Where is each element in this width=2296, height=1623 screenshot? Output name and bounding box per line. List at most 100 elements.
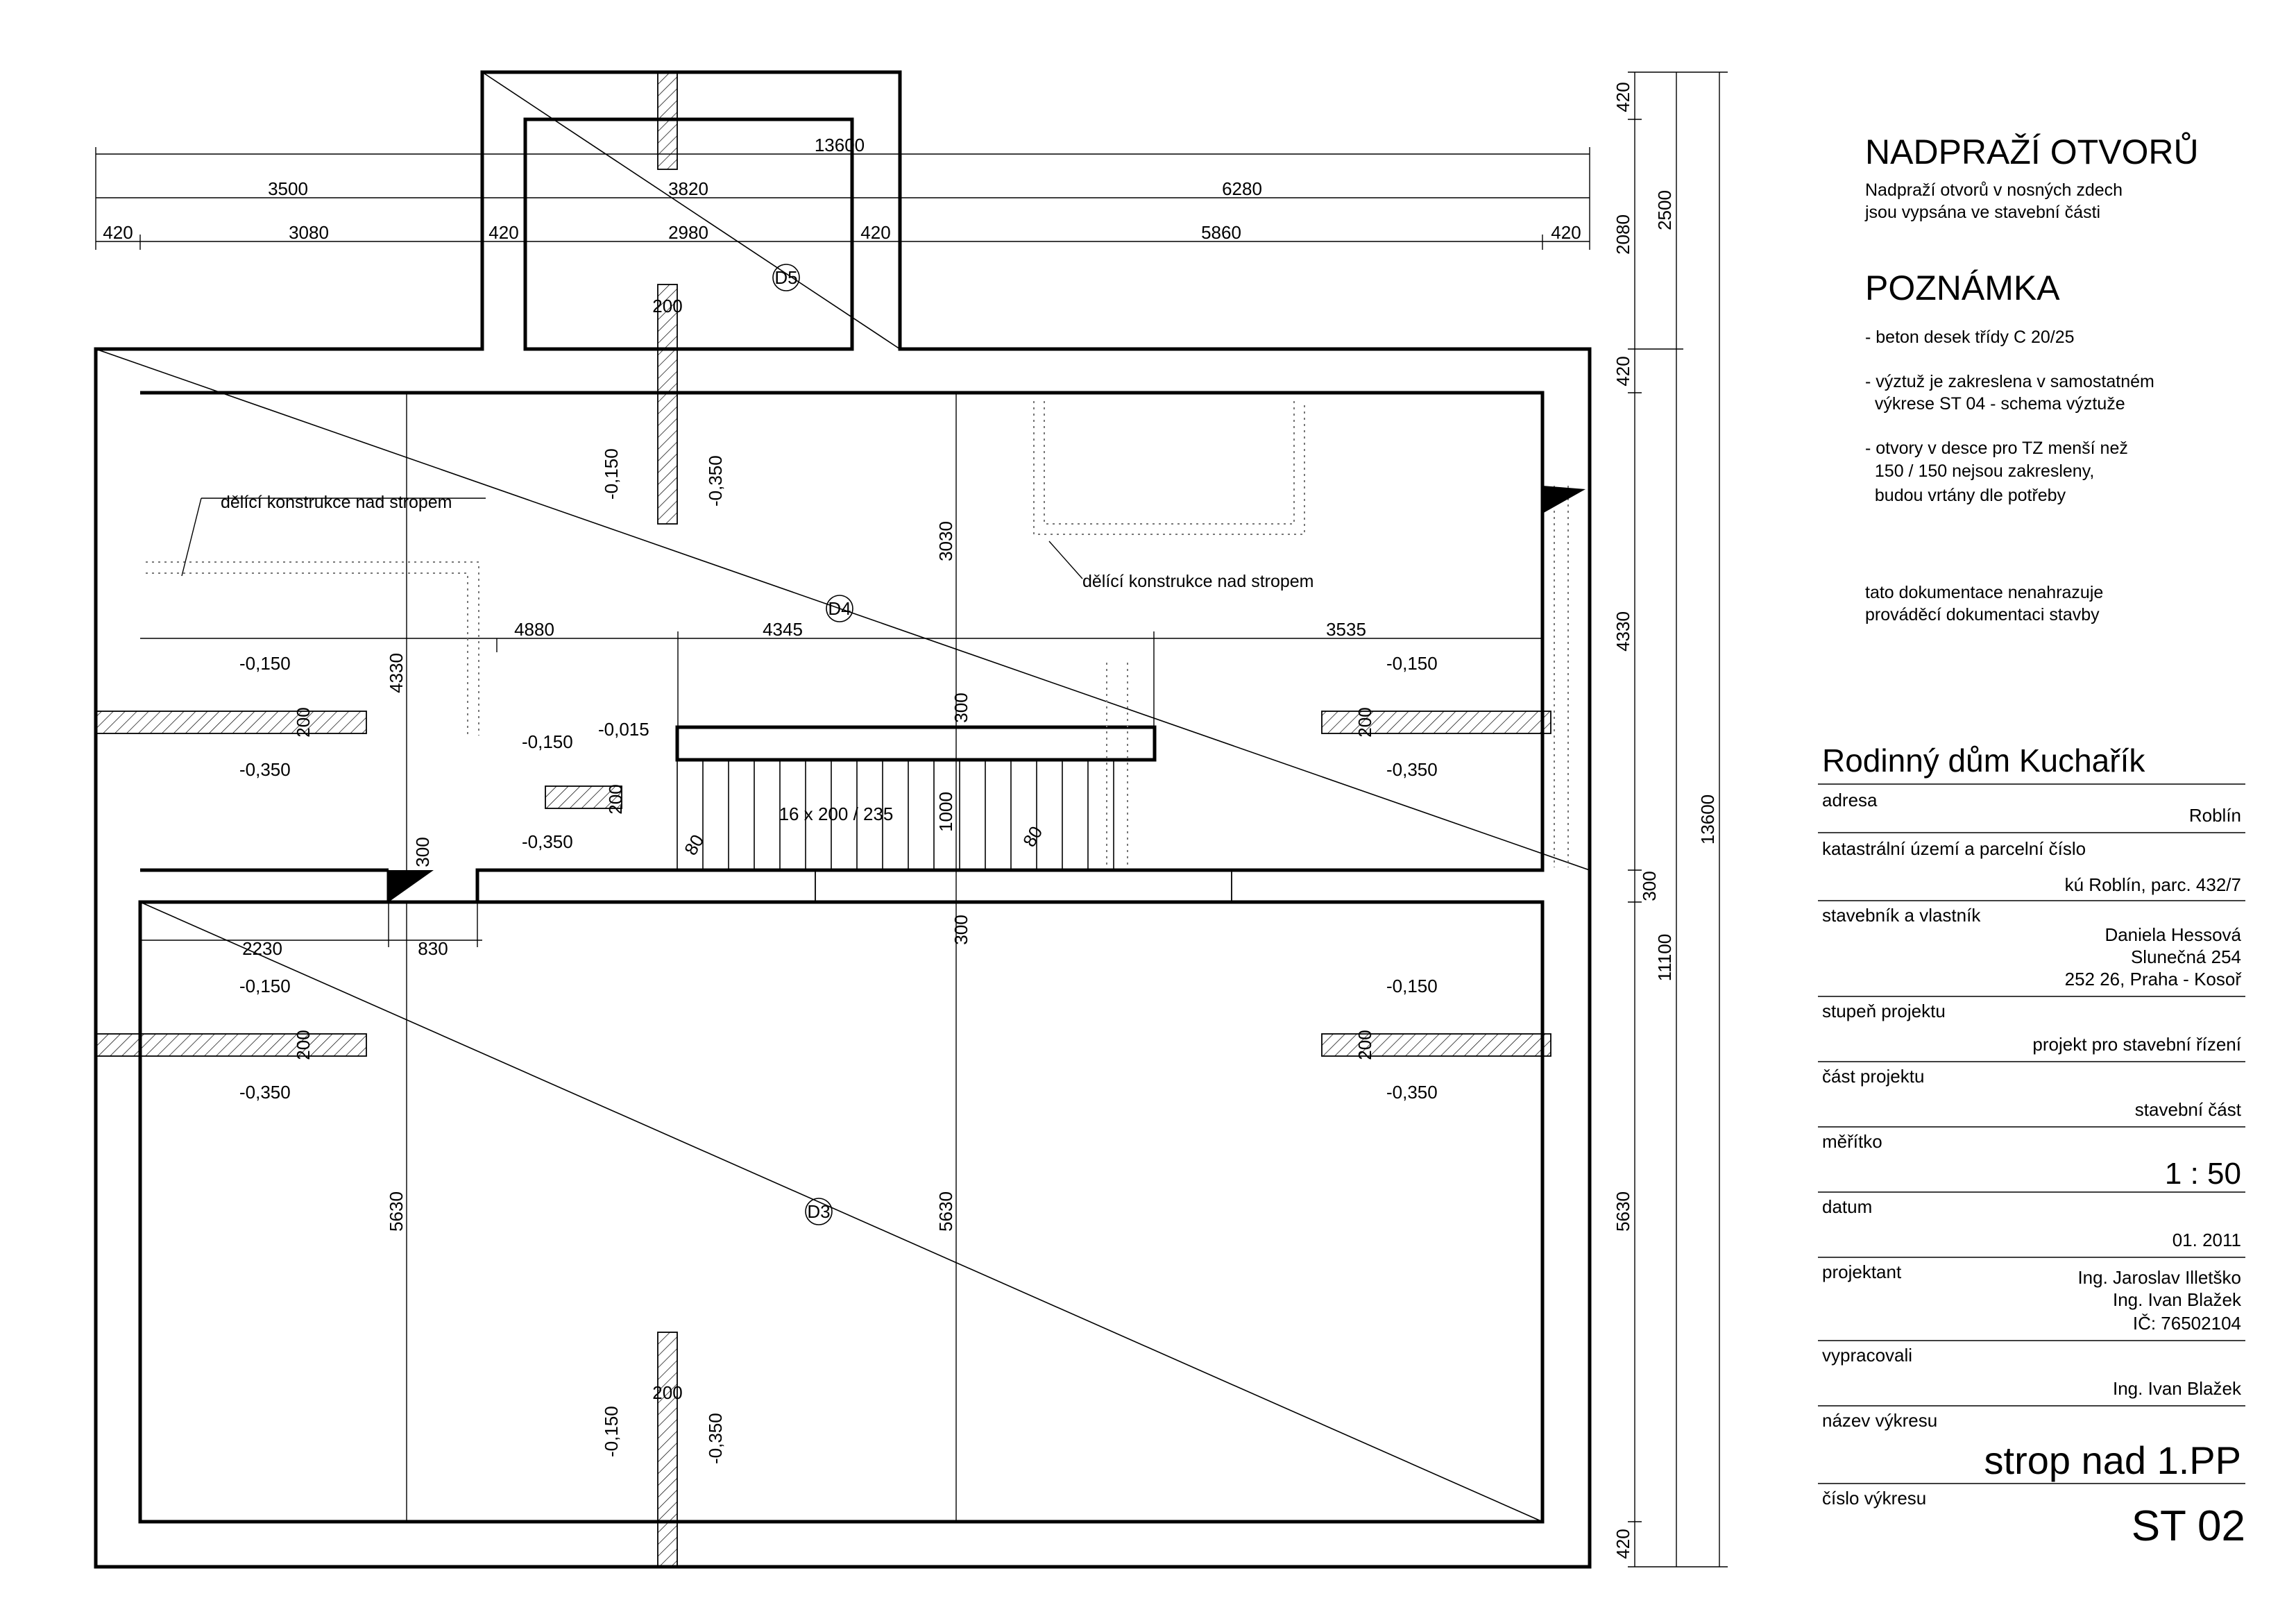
dim-right-2: 2080 [1613,214,1633,255]
label-address: adresa [1822,790,1878,810]
plan-labels: D5 D4 D3 dělící konstrukce nad stropem d… [181,264,1314,1225]
dim-beam-lower: 300 [951,915,971,944]
disclaimer-1: tato dokumentace nenahrazuje [1865,583,2103,602]
dim-right-6: 5630 [1613,1191,1633,1232]
value-designer-2: Ing. Ivan Blažek [2113,1289,2242,1310]
label-stage: stupeň projektu [1822,1001,1946,1021]
stair-label: 16 x 200 / 235 [779,804,894,824]
value-drawing-number: ST 02 [2132,1502,2245,1550]
bay-room-outline [523,117,854,351]
value-drawing-name: strop nad 1.PP [1984,1438,2241,1482]
dim-right-5: 300 [1639,871,1660,901]
dim-row2-4: 2980 [668,222,708,243]
label-date: datum [1822,1196,1872,1217]
dim-upper-3: 3535 [1326,619,1366,640]
value-owner-2: Slunečná 254 [2131,946,2241,967]
label-owner: stavebník a vlastník [1822,905,1981,926]
dim-row2-1: 420 [103,222,133,243]
dim-row2-2: 3080 [289,222,329,243]
wall-sections [95,71,1551,1567]
dim-bottom-left-1: 2230 [242,938,282,959]
dim-left-beam: 300 [412,837,433,867]
level-stair-bottom: -0,350 [522,831,573,852]
title-block: NADPRAŽÍ OTVORŮ Nadpraží otvorů v nosnýc… [1818,132,2245,1550]
slab-label-d5: D5 [774,267,797,288]
dim-total-width: 13600 [815,135,865,155]
dim-wall-right-lower: 200 [1354,1030,1375,1060]
dim-right-3: 420 [1613,356,1633,386]
note-6: budou vrtány dle potřeby [1865,486,2066,505]
level-stair-top: -0,150 [522,731,573,752]
dim-top-3: 6280 [1222,178,1262,199]
lower-room-outline [138,900,1545,1524]
value-date: 01. 2011 [2172,1230,2241,1250]
level-upper-right-top: -0,150 [1386,653,1438,674]
dim-bottom-left-2: 830 [418,938,448,959]
dim-stair-wall-right: 80 [1019,822,1046,850]
value-prepared: Ing. Ivan Blažek [2113,1378,2242,1399]
note-2: - výztuž je zakreslena v samostatném [1865,372,2154,391]
level-top-wall-left: -0,150 [601,448,622,500]
dim-row2-6: 5860 [1201,222,1241,243]
level-lower-left-top: -0,150 [239,976,291,996]
level-upper-left-bottom: -0,350 [239,759,291,780]
label-scale: měřítko [1822,1131,1882,1152]
level-lower-left-bottom: -0,350 [239,1082,291,1103]
dim-row2-7: 420 [1551,222,1581,243]
level-stair-landing: -0,015 [598,719,649,740]
dim-stair-wall-left: 80 [680,831,708,858]
dim-lower-vert-left: 5630 [386,1191,407,1232]
partition-leader-right [1048,541,1083,579]
dim-right-7: 420 [1613,1529,1633,1558]
slab-diagonals [95,71,1590,1522]
disclaimer-2: prováděcí dokumentaci stavby [1865,605,2100,624]
level-bottom-wall-left: -0,150 [601,1406,622,1457]
level-top-wall-right: -0,350 [705,455,726,507]
value-designer-3: IČ: 76502104 [2133,1313,2241,1334]
partition-note-right: dělící konstrukce nad stropem [1082,572,1314,591]
top-dimension-chains: 13600 3500 3820 6280 420 3080 420 2980 4… [95,135,1590,250]
dim-lower-vert-mid: 5630 [935,1191,956,1232]
note-1: - beton desek třídy C 20/25 [1865,328,2075,347]
slab-label-d4: D4 [828,598,851,619]
label-part: část projektu [1822,1066,1924,1087]
label-drawing-name: název výkresu [1822,1410,1937,1431]
level-upper-right-bottom: -0,350 [1386,759,1438,780]
level-lower-right-top: -0,150 [1386,976,1438,996]
dim-wall-left-upper: 200 [293,707,314,737]
dim-right-col2-2: 11100 [1654,934,1675,981]
value-stage: projekt pro stavební řízení [2032,1034,2241,1055]
note-heading: POZNÁMKA [1865,269,2060,307]
edge-markers [389,486,1585,902]
dim-upper-vert-mid: 3030 [935,521,956,561]
lintels-heading: NADPRAŽÍ OTVORŮ [1865,132,2199,171]
dim-wall-top: 200 [652,296,682,316]
dim-upper-vert-left: 4330 [386,653,407,693]
partition-note-left: dělící konstrukce nad stropem [221,493,452,512]
upper-room-outline [140,391,1545,904]
label-prepared: vypracovali [1822,1345,1912,1366]
label-drawing-number: číslo výkresu [1822,1488,1926,1509]
dim-wall-bottom: 200 [652,1382,682,1403]
dim-stair-opening: 300 [951,692,971,722]
right-dimension-chains: 420 2080 420 4330 300 5630 420 2500 1110… [1613,71,1728,1567]
note-4: - otvory v desce pro TZ menší než [1865,439,2128,458]
lintels-text-2: jsou vypsána ve stavební části [1864,203,2100,222]
dim-wall-right-upper: 200 [1354,707,1375,737]
level-marks: -0,150 -0,350 -0,150 -0,350 -0,150 -0,35… [239,448,1438,1464]
dim-top-1: 3500 [268,178,308,199]
dim-row2-5: 420 [860,222,890,243]
level-lower-right-bottom: -0,350 [1386,1082,1438,1103]
value-owner-1: Daniela Hessová [2104,924,2241,945]
dim-right-4: 4330 [1613,611,1633,652]
level-upper-left-top: -0,150 [239,653,291,674]
interior-dimensions: 4880 4345 3535 4330 3030 300 1000 300 30… [242,296,1375,1403]
dim-stair-length: 1000 [935,792,956,832]
dim-right-1: 420 [1613,82,1633,112]
dim-upper-1: 4880 [514,619,554,640]
value-owner-3: 252 26, Praha - Kosoř [2065,969,2243,989]
project-name: Rodinný dům Kuchařík [1822,742,2145,779]
partitions-above-slab [146,401,1569,867]
dim-upper-2: 4345 [763,619,803,640]
